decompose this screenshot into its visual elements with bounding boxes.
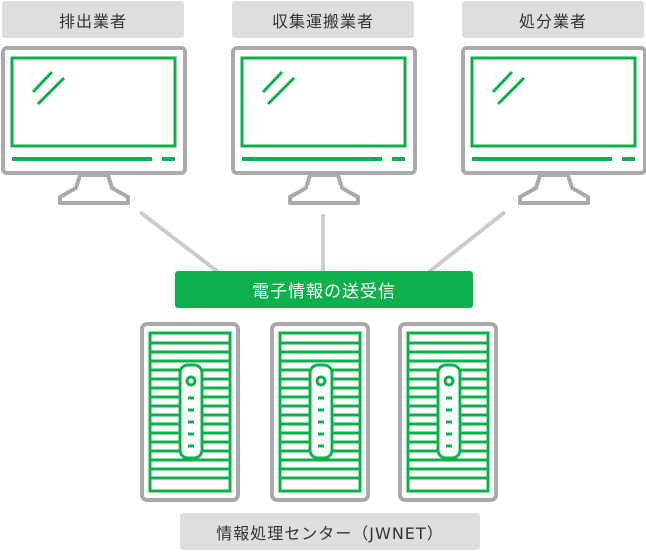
monitor-icon-transporter <box>231 46 417 205</box>
connector-lines <box>138 210 507 277</box>
server-icon-2 <box>270 322 370 502</box>
connector-right <box>423 210 507 277</box>
server-icon-3 <box>398 322 498 502</box>
server-icon-1 <box>140 322 240 502</box>
monitor-icon-disposer <box>461 46 646 205</box>
data-exchange-banner: 電子情報の送受信 <box>175 271 473 308</box>
stakeholder-label-emitter: 排出業者 <box>2 1 184 38</box>
connector-left <box>138 210 224 277</box>
stakeholder-label-disposer: 処分業者 <box>462 1 644 38</box>
center-label: 情報処理センター（JWNET） <box>180 513 480 550</box>
stakeholder-label-transporter: 収集運搬業者 <box>232 1 414 38</box>
monitor-icon-emitter <box>1 46 187 205</box>
